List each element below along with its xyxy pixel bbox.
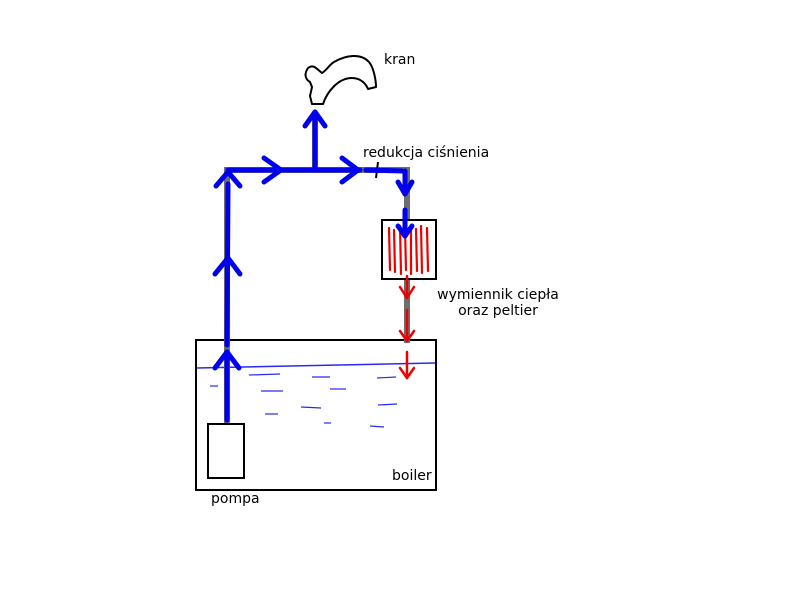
cold-flow-arrows — [212, 109, 415, 423]
pump-label: pompa — [211, 491, 260, 507]
water-ripples — [210, 373, 398, 428]
faucet-icon — [304, 55, 377, 105]
pump — [207, 423, 245, 479]
boiler-label: boiler — [392, 468, 432, 484]
heat-exchanger-label: wymiennik ciepła oraz peltier — [437, 287, 559, 319]
pressure-reducer-label: redukcja ciśnienia — [363, 145, 490, 161]
boiler-tank — [195, 339, 437, 491]
heat-exchanger-label-line1: wymiennik ciepła — [437, 287, 559, 303]
faucet-label: kran — [384, 52, 416, 68]
hot-flow-arrows — [398, 274, 416, 380]
heat-exchanger-label-line2: oraz peltier — [458, 303, 538, 319]
